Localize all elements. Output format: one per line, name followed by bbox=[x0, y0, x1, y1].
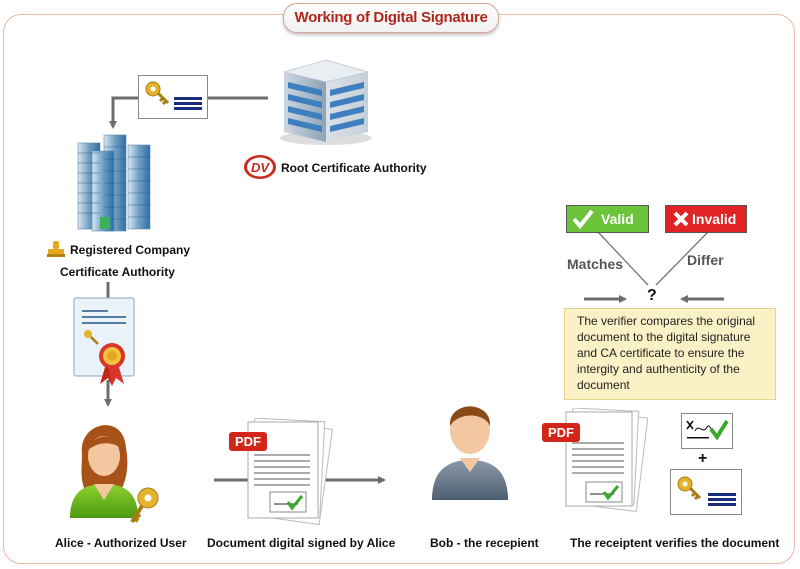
pdf-tag-signed: PDF bbox=[229, 432, 267, 451]
invalid-label: Invalid bbox=[692, 211, 737, 227]
check-icon bbox=[286, 495, 304, 511]
valid-label: Valid bbox=[601, 211, 634, 227]
key-icon bbox=[677, 476, 702, 501]
check-icon bbox=[602, 485, 620, 501]
diagram-frame bbox=[3, 14, 795, 564]
dv-logo: DV bbox=[244, 155, 276, 179]
bob-label: Bob - the recepient bbox=[430, 536, 539, 550]
arrow-root-to-company bbox=[109, 96, 268, 129]
verifier-info-box: The verifier compares the original docum… bbox=[564, 308, 776, 400]
certificate-authority-label: Certificate Authority bbox=[60, 265, 175, 279]
check-icon bbox=[709, 419, 729, 441]
check-icon bbox=[572, 209, 594, 230]
building-icon bbox=[280, 59, 372, 145]
user-icon bbox=[432, 406, 508, 500]
key-certificate-card bbox=[670, 469, 742, 515]
differ-label: Differ bbox=[687, 252, 724, 268]
line-matches bbox=[597, 231, 649, 286]
invalid-badge: Invalid bbox=[665, 205, 747, 233]
document-signed-label: Document digital signed by Alice bbox=[207, 536, 396, 550]
key-icon bbox=[145, 81, 170, 106]
matches-label: Matches bbox=[567, 256, 624, 272]
diagram-title: Working of Digital Signature bbox=[283, 3, 499, 33]
line-differ bbox=[655, 231, 709, 286]
question-mark: ? bbox=[647, 287, 657, 304]
plus-sign: + bbox=[698, 450, 708, 467]
verifies-label: The receiptent verifies the document bbox=[570, 536, 780, 550]
valid-badge: Valid bbox=[566, 205, 649, 233]
registered-company-label: Registered Company bbox=[70, 243, 191, 257]
document-icon bbox=[247, 418, 334, 526]
pdf-tag-received: PDF bbox=[542, 423, 580, 442]
skyscraper-icon bbox=[77, 134, 151, 232]
key-icon bbox=[130, 487, 159, 524]
cross-icon bbox=[673, 211, 689, 227]
key-certificate-card bbox=[138, 75, 208, 119]
alice-label: Alice - Authorized User bbox=[55, 536, 187, 550]
stamp-icon bbox=[47, 241, 65, 257]
small-key-icon bbox=[84, 330, 99, 345]
root-ca-label: Root Certificate Authority bbox=[281, 161, 427, 175]
user-icon bbox=[70, 425, 159, 524]
dv-logo-text: DV bbox=[251, 160, 270, 175]
document-icon bbox=[565, 408, 649, 512]
certificate-icon bbox=[73, 297, 135, 386]
cross-icon bbox=[686, 420, 694, 430]
signature-card bbox=[681, 413, 733, 449]
